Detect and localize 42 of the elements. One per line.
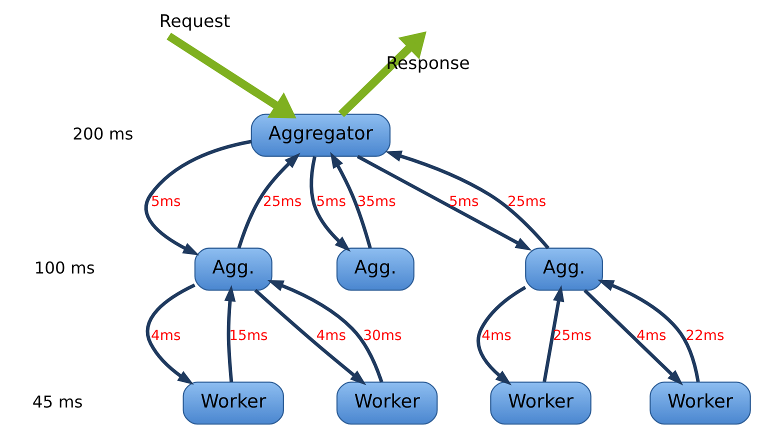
edge-label: 25ms: [506, 194, 546, 210]
edge-label: 25ms: [262, 194, 302, 210]
edge-label: 4ms: [316, 328, 346, 344]
arrow: [583, 289, 683, 386]
arrow: [542, 285, 564, 382]
edge-label: 4ms: [150, 328, 180, 344]
node-box: Worker: [182, 382, 284, 425]
node-box: Worker: [336, 382, 438, 425]
arrow: [166, 32, 296, 118]
arrow: [224, 285, 236, 382]
edge-label: 30ms: [362, 328, 402, 344]
arrow: [330, 152, 372, 249]
label: 45 ms: [32, 392, 82, 412]
arrow: [145, 284, 195, 385]
edge-label: Request: [158, 12, 230, 32]
arrow: [254, 288, 366, 386]
node-box: Aggregator: [250, 114, 390, 157]
arrow: [236, 152, 300, 249]
node-box: Worker: [649, 382, 750, 425]
node-box: Agg.: [194, 248, 272, 291]
node-box: Worker: [490, 382, 591, 425]
label: 100 ms: [34, 258, 94, 278]
edge-label: 5ms: [448, 194, 478, 210]
arrow: [309, 156, 350, 252]
arrow: [338, 31, 426, 118]
edge-label: 15ms: [228, 328, 268, 344]
arrow: [266, 280, 383, 383]
edge-label: 22ms: [685, 328, 724, 344]
edge-label: 5ms: [150, 194, 180, 210]
edge-label: 25ms: [552, 328, 592, 344]
arrow: [476, 286, 526, 386]
arrow: [597, 280, 700, 382]
arrow: [384, 150, 550, 250]
arrow: [356, 154, 532, 251]
edge-label: 4ms: [636, 328, 666, 344]
edge-label: 35ms: [356, 194, 396, 210]
node-box: Agg.: [336, 248, 414, 291]
edge-label: 4ms: [481, 328, 511, 344]
node-box: Agg.: [524, 248, 603, 291]
arrow: [144, 140, 252, 256]
edge-label: 5ms: [316, 194, 346, 210]
label: 200 ms: [72, 124, 133, 144]
